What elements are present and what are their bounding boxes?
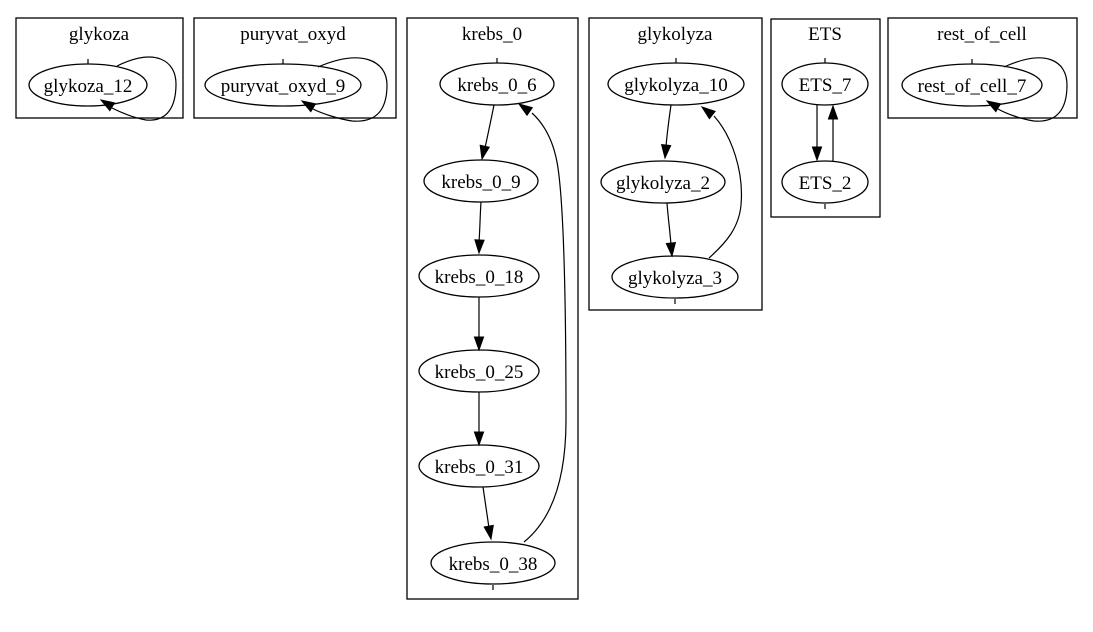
arrowhead-krebs_0_6-to-krebs_0_9	[479, 144, 490, 161]
cluster-box-glykoza	[15, 17, 184, 119]
node-ellipse-ETS_2	[781, 160, 869, 204]
node-label-krebs_0_6: krebs_0_6	[457, 75, 536, 96]
arrowhead-krebs_0_38-to-krebs_0_6	[517, 103, 534, 117]
node-ellipse-puryvat_oxyd_9	[204, 63, 362, 107]
cluster-box-krebs_0	[406, 17, 579, 600]
edge-glykolyza_2-to-glykolyza_3	[666, 202, 672, 246]
node-ellipse-ETS_7	[781, 62, 869, 106]
edge-puryvat_oxyd_9-to-puryvat_oxyd_9	[312, 57, 388, 122]
node-label-glykolyza_10: glykolyza_10	[624, 75, 727, 96]
edge-rest_of_cell_7-to-rest_of_cell_7	[997, 57, 1068, 122]
cluster-box-glykolyza	[588, 17, 763, 311]
cluster-box-ETS	[770, 18, 881, 218]
edge-krebs_0_38-to-krebs_0_6	[523, 112, 567, 543]
node-ellipse-rest_of_cell_7	[901, 63, 1043, 107]
node-label-ETS_2: ETS_2	[799, 173, 852, 194]
node-ellipse-krebs_0_18	[418, 254, 540, 298]
node-label-glykolyza_2: glykolyza_2	[616, 173, 710, 194]
node-ellipse-krebs_0_25	[418, 349, 540, 393]
edge-krebs_0_9-to-krebs_0_18	[478, 201, 482, 243]
arrowhead-glykolyza_2-to-glykolyza_3	[665, 242, 677, 258]
cluster-label-ETS: ETS	[808, 24, 842, 45]
node-label-krebs_0_25: krebs_0_25	[435, 362, 524, 383]
node-ellipse-glykolyza_3	[611, 255, 739, 299]
cluster-label-rest_of_cell: rest_of_cell	[937, 24, 1027, 45]
edge-krebs_0_31-to-krebs_0_38	[482, 486, 490, 529]
cluster-box-rest_of_cell	[887, 17, 1078, 119]
arrowhead-ETS_2-to-ETS_7	[827, 104, 839, 120]
node-ellipse-krebs_0_6	[439, 62, 555, 106]
arrowhead-krebs_0_18-to-krebs_0_25	[473, 336, 485, 352]
arrowhead-krebs_0_25-to-krebs_0_31	[473, 431, 485, 447]
node-label-ETS_7: ETS_7	[799, 75, 852, 96]
arrowhead-glykolyza_10-to-glykolyza_2	[660, 144, 672, 160]
node-label-krebs_0_38: krebs_0_38	[449, 554, 538, 575]
edge-glykolyza_10-to-glykolyza_2	[665, 104, 672, 148]
node-label-krebs_0_18: krebs_0_18	[435, 267, 524, 288]
cluster-label-krebs_0: krebs_0	[462, 24, 522, 45]
edge-krebs_0_6-to-krebs_0_9	[484, 104, 495, 149]
arrowhead-krebs_0_31-to-krebs_0_38	[483, 524, 494, 541]
cluster-label-glykolyza: glykolyza	[638, 24, 713, 45]
node-label-krebs_0_9: krebs_0_9	[441, 172, 520, 193]
node-label-glykolyza_3: glykolyza_3	[628, 268, 722, 289]
node-ellipse-glykoza_12	[28, 63, 148, 107]
node-ellipse-glykolyza_2	[600, 160, 726, 204]
node-label-glykoza_12: glykoza_12	[44, 76, 133, 97]
arrowhead-glykolyza_3-to-glykolyza_10	[700, 106, 716, 120]
cluster-label-puryvat_oxyd: puryvat_oxyd	[240, 24, 346, 45]
node-label-rest_of_cell_7: rest_of_cell_7	[918, 76, 1027, 97]
arrowhead-krebs_0_9-to-krebs_0_18	[474, 239, 485, 255]
node-label-krebs_0_31: krebs_0_31	[435, 457, 524, 478]
arrowhead-rest_of_cell_7-to-rest_of_cell_7	[985, 100, 1002, 113]
node-label-puryvat_oxyd_9: puryvat_oxyd_9	[221, 76, 346, 97]
node-ellipse-krebs_0_38	[430, 541, 556, 585]
edge-glykolyza_3-to-glykolyza_10	[708, 115, 743, 259]
node-ellipse-krebs_0_31	[418, 444, 540, 488]
arrowhead-ETS_7-to-ETS_2	[811, 146, 823, 162]
node-ellipse-krebs_0_9	[423, 159, 539, 203]
node-ellipse-glykolyza_10	[607, 62, 745, 106]
arrowhead-puryvat_oxyd_9-to-puryvat_oxyd_9	[300, 100, 317, 113]
cluster-label-glykoza: glykoza	[69, 24, 130, 45]
cluster-box-puryvat_oxyd	[193, 17, 397, 119]
edge-glykoza_12-to-glykoza_12	[111, 56, 177, 121]
